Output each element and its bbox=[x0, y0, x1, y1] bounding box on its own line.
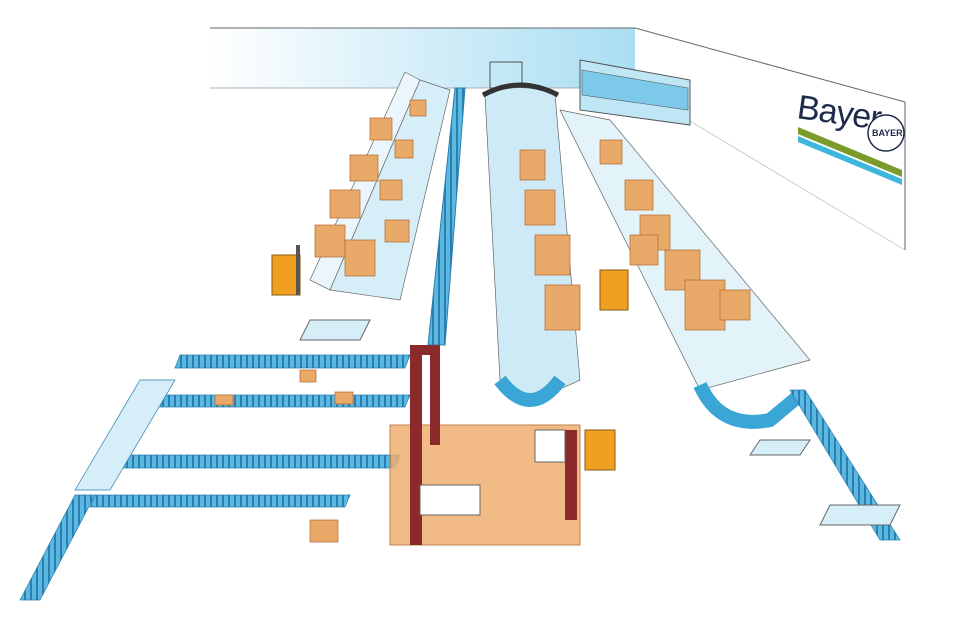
svg-text:BAYER: BAYER bbox=[872, 128, 903, 138]
forklift-left bbox=[271, 245, 301, 296]
back-wall bbox=[210, 27, 906, 251]
left-conveyor-lines bbox=[19, 354, 411, 601]
left-storage-rack bbox=[309, 71, 451, 301]
center-storage-rack bbox=[481, 82, 581, 407]
forklift-right bbox=[599, 269, 629, 311]
office bbox=[579, 59, 691, 126]
palletizing-station bbox=[389, 345, 581, 546]
bayer-cross-icon bbox=[867, 114, 905, 152]
right-storage-rack bbox=[559, 109, 901, 541]
exit-conveyor bbox=[19, 494, 96, 601]
center-conveyor bbox=[427, 87, 466, 346]
workstation bbox=[299, 319, 901, 526]
forklift-center bbox=[584, 429, 616, 471]
bayer-logo: Bayer BAYER bbox=[795, 88, 905, 185]
